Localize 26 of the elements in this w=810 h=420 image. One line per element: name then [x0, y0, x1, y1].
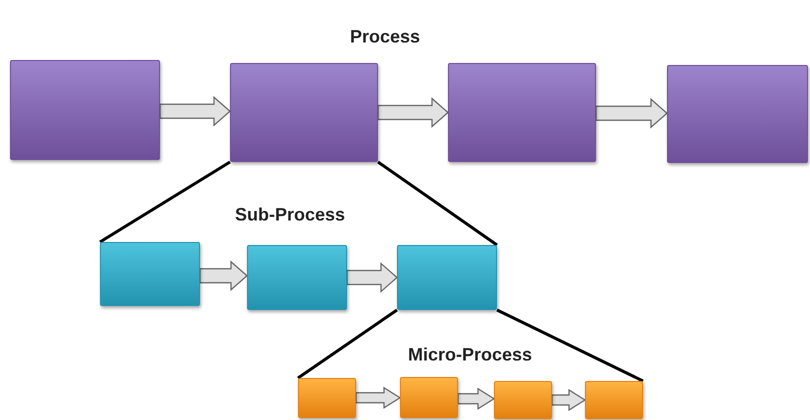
block-arrow — [199, 260, 248, 292]
block-arrow — [551, 388, 586, 412]
process-box — [400, 377, 458, 418]
block-arrow — [159, 96, 231, 127]
block-arrow — [457, 388, 496, 410]
process-box — [10, 60, 160, 160]
process-box — [247, 245, 347, 310]
process-box — [100, 242, 200, 306]
level-heading: Process — [350, 26, 420, 48]
process-box — [230, 63, 378, 162]
process-box — [494, 381, 552, 419]
process-box — [397, 245, 497, 310]
level-heading: Sub-Process — [234, 204, 346, 226]
process-box — [585, 381, 643, 419]
block-arrow — [355, 386, 402, 409]
block-arrow — [377, 97, 449, 128]
level-heading: Micro-Process — [408, 344, 532, 366]
block-arrow — [346, 262, 398, 293]
process-box — [298, 378, 356, 418]
connector-line — [99, 160, 231, 244]
connector-line — [377, 160, 498, 246]
block-arrow — [595, 98, 668, 129]
process-box — [448, 63, 596, 162]
process-box — [667, 65, 808, 163]
connector-line — [496, 308, 644, 382]
connector-line — [297, 308, 398, 380]
